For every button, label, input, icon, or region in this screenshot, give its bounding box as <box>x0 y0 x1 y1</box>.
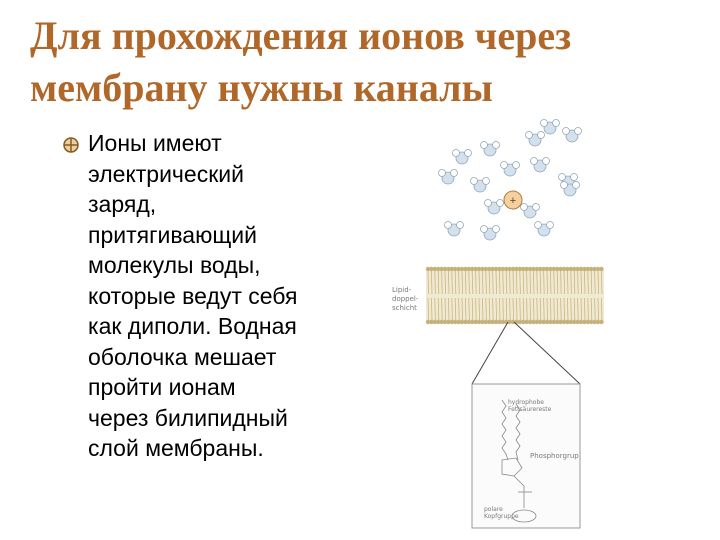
phospholipid-structure <box>501 399 537 523</box>
bullet-line: оболочка мешает <box>88 343 277 370</box>
hydrophobic-label-1: hydrophobe <box>508 399 544 406</box>
water-molecule <box>500 161 520 177</box>
water-molecule <box>525 131 545 147</box>
slide-title: Для прохождения ионов через мембрану нуж… <box>30 10 690 114</box>
bullet-line: как диполи. Водная <box>88 313 297 339</box>
membrane-figure: + Lipid- doppel- schicht hydrophobe Fett… <box>390 108 620 533</box>
zoom-line-left <box>471 321 509 385</box>
bullet-line: молекулы воды, <box>88 252 261 278</box>
water-molecule <box>534 221 554 237</box>
head-label-1: polare <box>484 506 503 513</box>
bullet-line: Ионы имеют <box>88 130 222 156</box>
bullet-line: через билипидный <box>88 404 288 431</box>
title-line-2: мембрану нужны каналы <box>30 65 493 110</box>
bullet-line: заряд, <box>88 191 157 217</box>
phospholipid-zoom-box <box>471 383 581 529</box>
bullet-line: пройти ионам <box>88 374 236 400</box>
water-molecule <box>480 141 500 157</box>
water-molecules <box>438 119 582 241</box>
water-molecule <box>470 177 490 193</box>
membrane-diagram: + Lipid- doppel- schicht hydrophobe Fett… <box>392 119 604 529</box>
hydrophobic-label-2: Fettsäurereste <box>508 406 552 413</box>
bilayer-label-3: schicht <box>392 304 417 312</box>
water-molecule <box>540 119 560 135</box>
lipid-bilayer <box>425 266 604 325</box>
water-molecule <box>562 127 582 143</box>
water-molecule <box>452 149 472 165</box>
bilayer-label-2: doppel- <box>392 295 419 303</box>
water-molecule <box>438 169 458 185</box>
water-molecule <box>560 181 580 197</box>
ion-sign: + <box>510 195 516 207</box>
phosphate-label: Phosphorgrup. <box>530 452 581 460</box>
bullet-line: которые ведут себя <box>88 282 298 309</box>
water-molecule <box>530 157 550 173</box>
water-molecule <box>520 203 540 219</box>
water-molecule <box>444 221 464 237</box>
bullet-line: притягивающий <box>88 221 257 248</box>
bullet-line: слой мембраны. <box>88 435 264 461</box>
bullet-line: электрический <box>88 160 244 187</box>
water-molecule <box>480 225 500 241</box>
bilayer-label-1: Lipid- <box>392 286 412 294</box>
zoom-line-right <box>513 321 581 385</box>
water-molecule <box>484 199 504 215</box>
bullet-text: Ионы имеют электрический заряд, притягив… <box>88 128 368 464</box>
title-line-1: Для прохождения ионов через <box>30 13 572 58</box>
circle-cross-bullet-icon <box>63 137 79 153</box>
head-label-2: Kopfgruppe <box>484 513 519 520</box>
cation: + <box>503 190 523 210</box>
